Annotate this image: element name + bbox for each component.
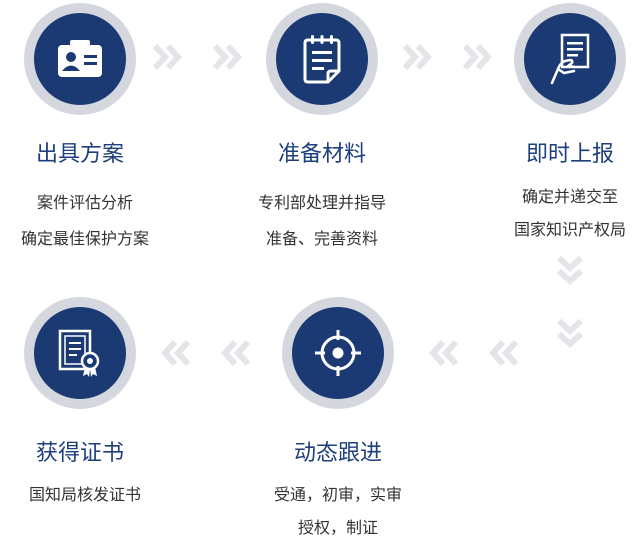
arrow-down xyxy=(555,255,585,369)
step-title: 准备材料 xyxy=(277,142,366,167)
hand-document-icon xyxy=(548,33,592,85)
step-title: 动态跟进 xyxy=(293,441,382,466)
arrow-right-1 xyxy=(152,42,262,76)
icon-circle xyxy=(34,307,126,399)
icon-circle xyxy=(524,13,616,105)
id-card-icon xyxy=(57,40,103,78)
icon-circle xyxy=(276,13,368,105)
step-desc-line: 专利部处理并指导 xyxy=(257,193,386,212)
certificate-icon xyxy=(57,329,103,377)
step-desc-line: 受通，初审，实审 xyxy=(273,485,402,504)
step-desc-line: 确定并递交至 xyxy=(521,187,618,206)
arrow-left-1 xyxy=(420,338,530,372)
step-desc-line: 授权，制证 xyxy=(297,518,378,537)
step-desc-line: 国知局核发证书 xyxy=(28,485,141,504)
step-title: 出具方案 xyxy=(35,142,124,167)
icon-ring xyxy=(282,297,394,409)
step-desc-line: 国家知识产权局 xyxy=(513,220,626,239)
step-desc-line: 案件评估分析 xyxy=(36,193,133,212)
arrow-right-2 xyxy=(402,42,512,76)
step-desc-line: 准备、完善资料 xyxy=(265,229,378,248)
icon-ring xyxy=(24,297,136,409)
icon-ring xyxy=(266,3,378,115)
step-desc-line: 确定最佳保护方案 xyxy=(20,229,149,248)
step-title: 获得证书 xyxy=(35,441,124,466)
arrow-left-2 xyxy=(152,338,262,372)
icon-ring xyxy=(24,3,136,115)
step-title: 即时上报 xyxy=(525,142,614,167)
crosshair-icon xyxy=(313,328,363,378)
clipboard-icon xyxy=(302,34,342,84)
icon-circle xyxy=(292,307,384,399)
icon-ring xyxy=(514,3,626,115)
icon-circle xyxy=(34,13,126,105)
